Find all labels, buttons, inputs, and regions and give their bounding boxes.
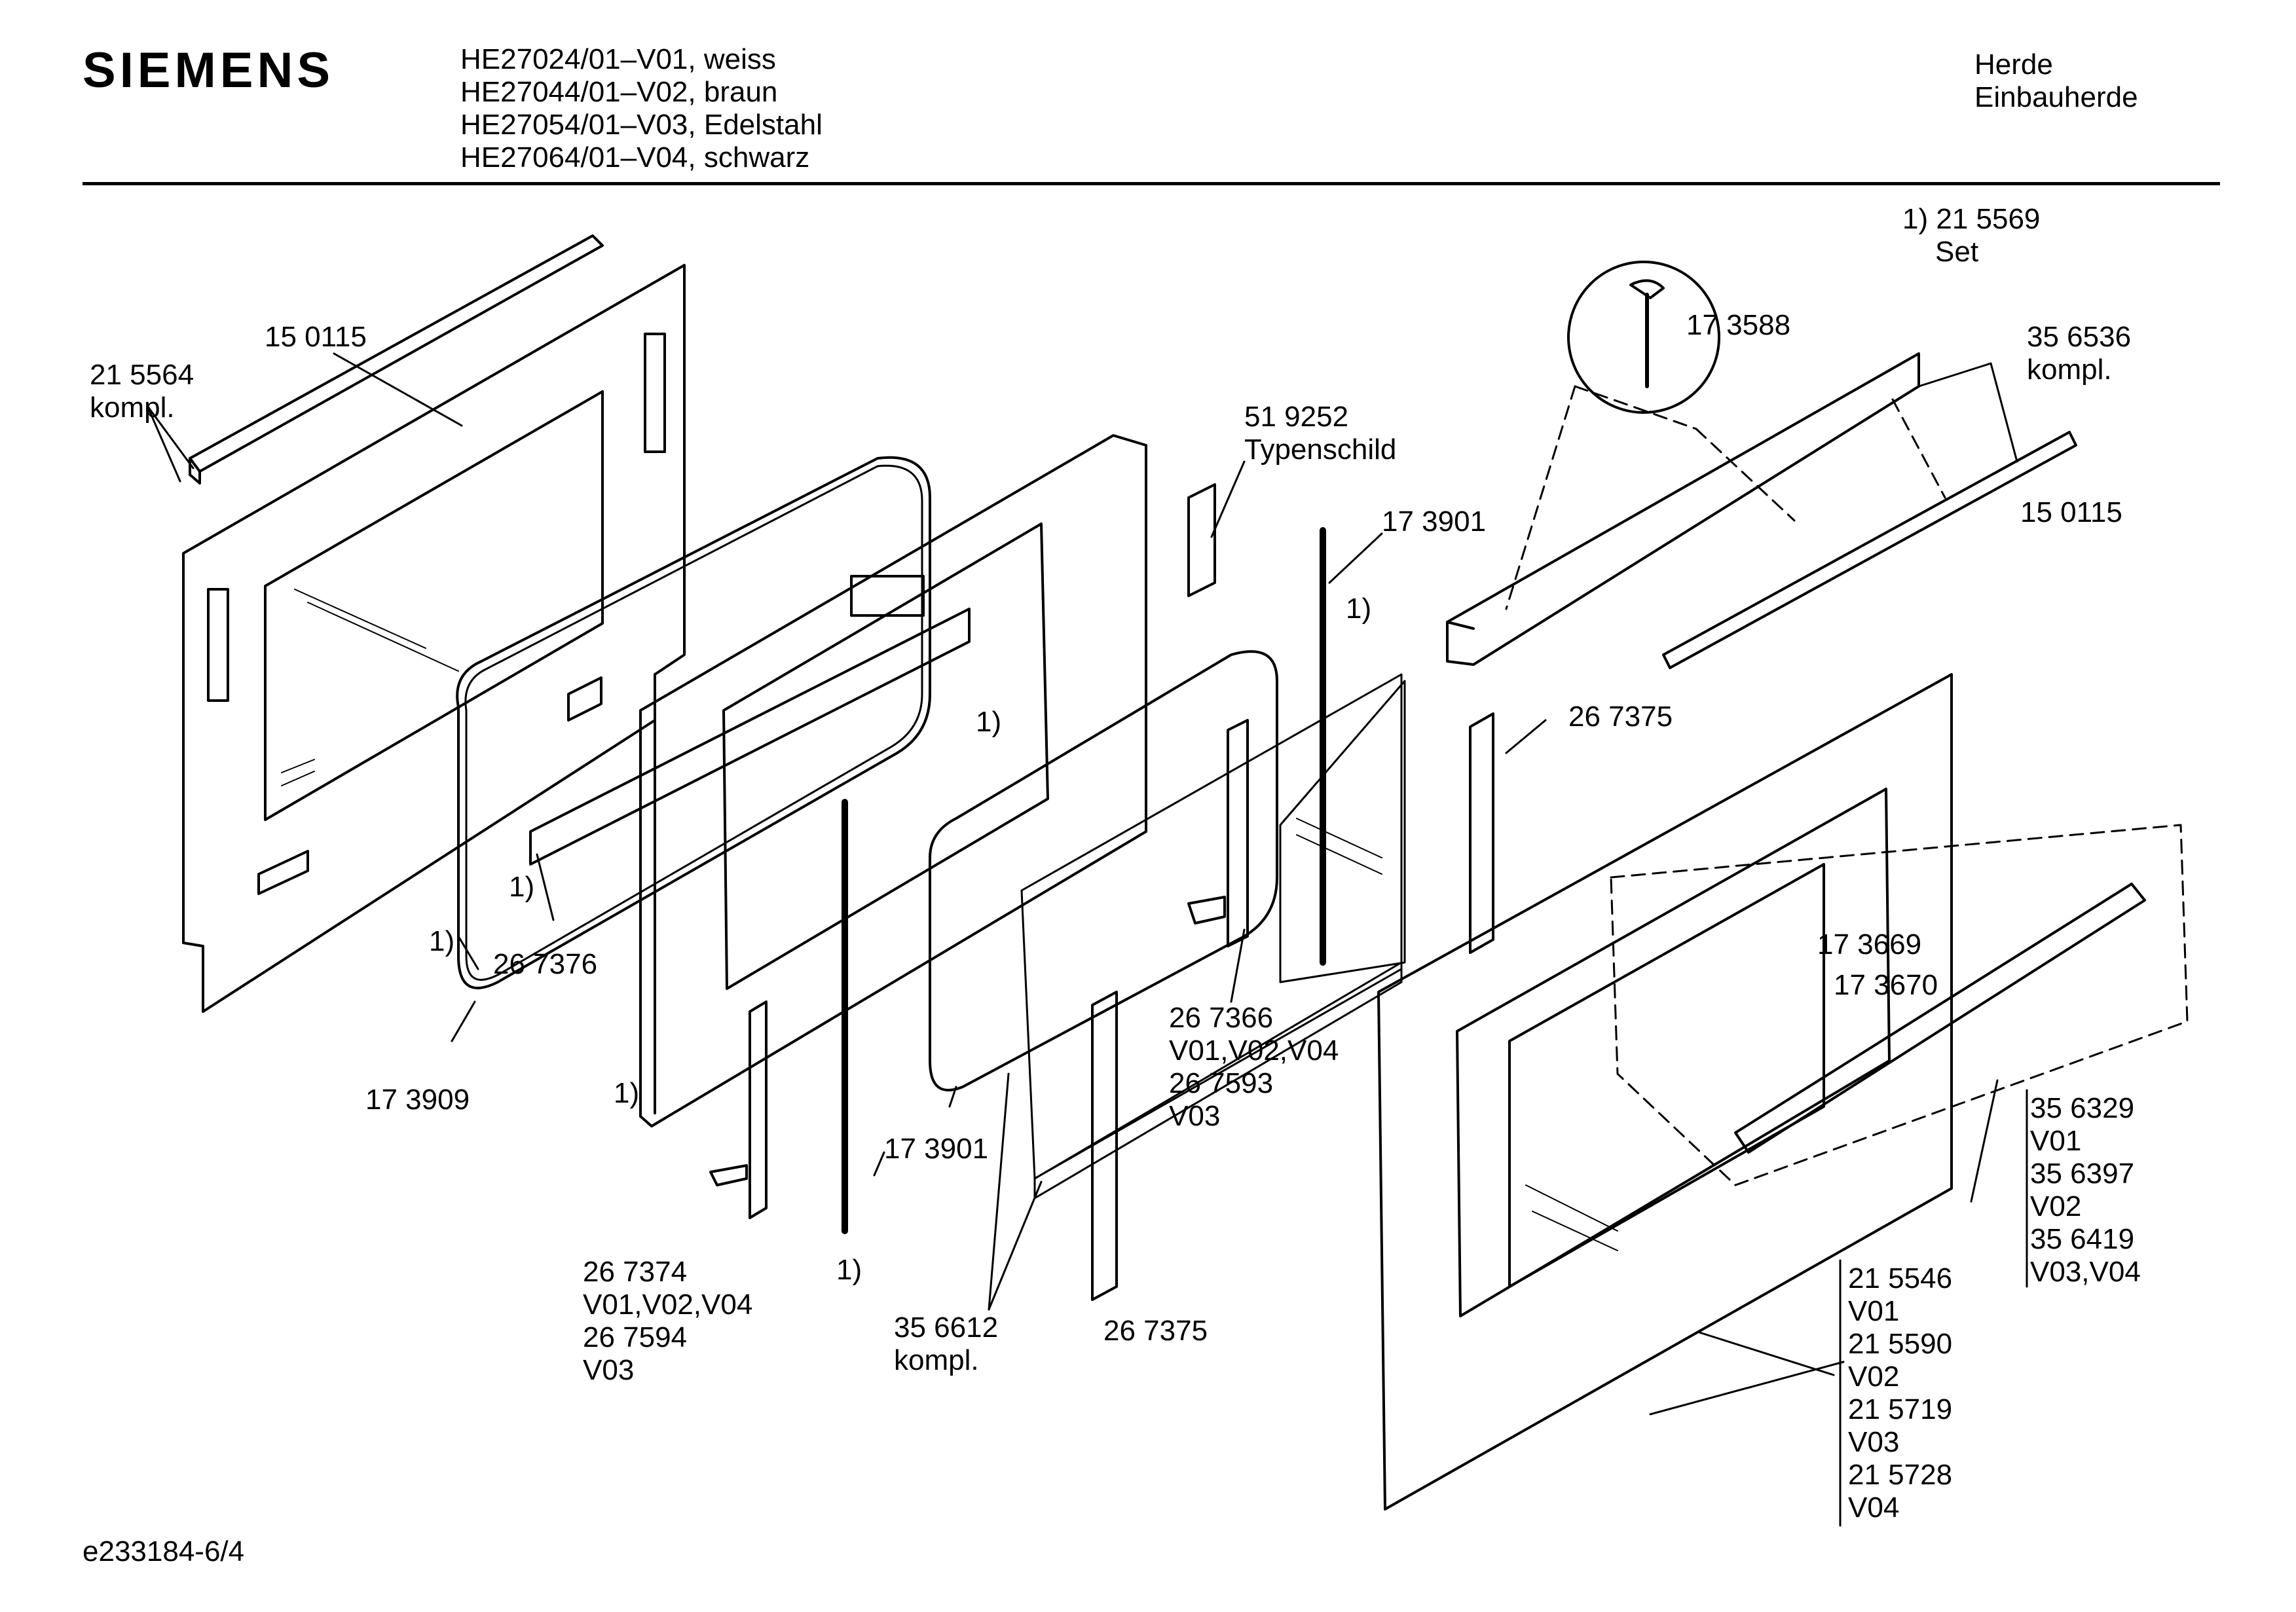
top-frame-bar-35-6536	[1446, 352, 1920, 666]
label-215546: 21 5546	[1848, 1262, 1953, 1294]
category: Herde Einbauherde	[1974, 48, 2138, 114]
front-door-panel	[1377, 673, 1953, 1511]
label-173901: 17 3901	[1382, 505, 1487, 538]
leader-lines	[146, 352, 2018, 1416]
category-line: Herde	[1974, 48, 2053, 81]
label-note-1: 1)	[836, 1254, 862, 1286]
label-variant: V02	[1848, 1361, 1900, 1393]
label-note-1: 1)	[614, 1077, 640, 1109]
label-267375: 26 7375	[1103, 1315, 1208, 1347]
gasket-frame-17-3909	[456, 456, 931, 989]
screw-detail-17-3588	[1567, 261, 1720, 414]
profile-strip-right-15-0115	[1662, 431, 2077, 669]
model-list: HE27024/01–V01, weiss HE27044/01–V02, br…	[460, 43, 823, 174]
label-173670: 17 3670	[1834, 969, 1938, 1001]
label-variants: V01,V02,V04	[1169, 1035, 1339, 1067]
label-173588: 17 3588	[1686, 309, 1791, 341]
label-150115: 15 0115	[2020, 496, 2122, 528]
label-173901: 17 3901	[884, 1133, 989, 1165]
model-line: HE27024/01–V01, weiss	[460, 43, 776, 75]
label-356612: 35 6612	[894, 1311, 999, 1344]
label-kompl: kompl.	[90, 392, 175, 424]
label-267366: 26 7366	[1169, 1002, 1274, 1034]
top-profile-strip	[189, 234, 604, 485]
model-line: HE27054/01–V03, Edelstahl	[460, 109, 823, 141]
label-519252: 51 9252	[1244, 401, 1349, 433]
hinge-26-7374	[709, 1000, 768, 1219]
label-variant: V02	[2030, 1190, 2082, 1222]
document-id: e233184-6/4	[83, 1535, 245, 1567]
label-356397: 35 6397	[2030, 1158, 2135, 1190]
type-plate	[1187, 483, 1216, 597]
inner-door-frame	[529, 434, 1147, 1127]
dashed-leader-lines	[1505, 385, 1946, 610]
label-215728: 21 5728	[1848, 1459, 1953, 1491]
label-note-1: 1)	[509, 871, 535, 903]
label-variant: V01	[2030, 1125, 2082, 1157]
label-typenschild: Typenschild	[1244, 433, 1397, 466]
label-variant: V03	[583, 1354, 635, 1386]
rail-26-7375-upper	[1469, 712, 1494, 954]
label-variant: V01	[1848, 1295, 1900, 1327]
label-267376: 26 7376	[493, 948, 598, 980]
model-line: HE27044/01–V02, braun	[460, 76, 778, 108]
header-rule	[83, 182, 2220, 185]
label-215590: 21 5590	[1848, 1328, 1953, 1360]
label-215569: 1) 21 5569	[1902, 203, 2041, 235]
rail-26-7375-lower	[1091, 991, 1118, 1301]
label-variants: V03,V04	[2030, 1256, 2141, 1288]
label-kompl: kompl.	[894, 1344, 979, 1376]
label-note-1: 1)	[429, 925, 455, 957]
brand-logo: SIEMENS	[83, 43, 335, 98]
glass-pane-right	[1279, 680, 1406, 983]
label-variant: V03	[1169, 1100, 1221, 1132]
hinge-26-7366	[1187, 719, 1249, 947]
label-note-1: 1)	[976, 706, 1002, 738]
label-variants: V01,V02,V04	[583, 1289, 753, 1321]
label-356329: 35 6329	[2030, 1092, 2135, 1124]
label-356536: 35 6536	[2027, 321, 2132, 353]
label-267594: 26 7594	[583, 1321, 688, 1353]
label-set: Set	[1935, 236, 1979, 268]
label-267593: 26 7593	[1169, 1067, 1274, 1099]
label-173909: 17 3909	[365, 1084, 470, 1116]
label-note-1: 1)	[1346, 593, 1372, 625]
label-kompl: kompl.	[2027, 354, 2112, 386]
gasket-frame-35-6612	[929, 650, 1403, 1200]
label-173669: 17 3669	[1817, 928, 1922, 961]
label-267374: 26 7374	[583, 1256, 688, 1288]
label-variant: V03	[1848, 1426, 1900, 1458]
model-line: HE27064/01–V04, schwarz	[460, 141, 810, 174]
label-215719: 21 5719	[1848, 1393, 1953, 1425]
door-handle	[1610, 824, 2189, 1186]
label-356419: 35 6419	[2030, 1223, 2135, 1255]
label-variant: V04	[1848, 1492, 1900, 1524]
label-215564: 21 5564	[90, 359, 194, 391]
outer-glass-panel	[182, 264, 686, 1013]
label-267375: 26 7375	[1568, 701, 1673, 733]
category-line: Einbauherde	[1974, 81, 2138, 113]
label-150115: 15 0115	[265, 321, 367, 353]
